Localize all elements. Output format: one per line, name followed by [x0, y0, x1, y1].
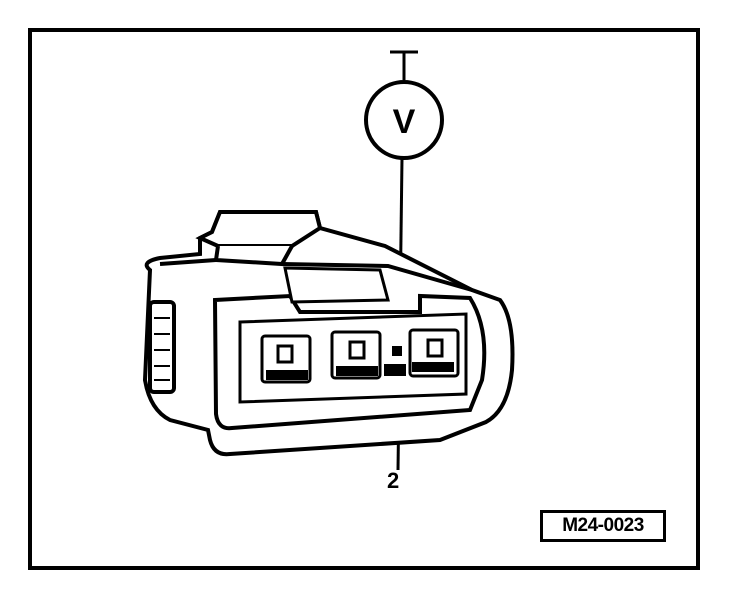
voltmeter-ground-lead [390, 50, 418, 80]
pin-number-label: 2 [387, 468, 400, 493]
figure-reference: M24-0023 [540, 510, 666, 542]
voltmeter-symbol [364, 80, 444, 160]
housing-ribs [154, 317, 170, 381]
terminal-pins [266, 346, 454, 380]
voltmeter-letter: V [393, 103, 416, 141]
